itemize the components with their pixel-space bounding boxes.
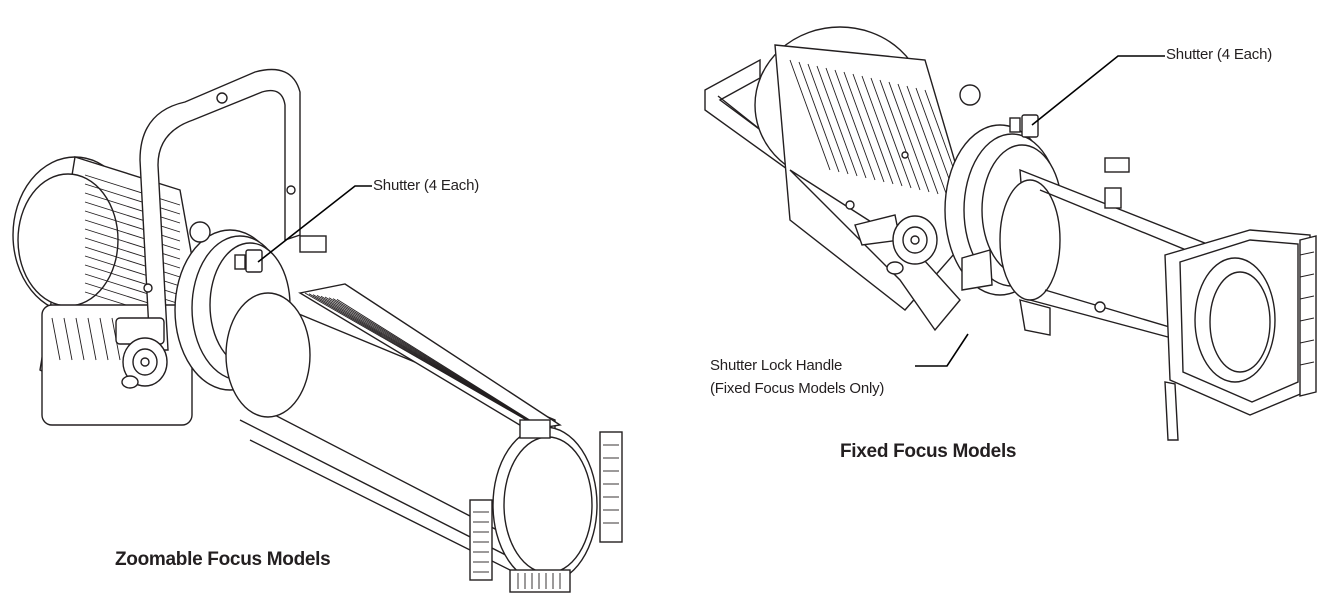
zoom-shutter-callout: Shutter (4 Each) — [373, 177, 480, 194]
fixed-cooling-ribs — [789, 59, 966, 201]
zoom-ring-teeth — [473, 444, 619, 589]
zoom-lens-barrel — [225, 283, 562, 586]
fixed-main-housing — [754, 26, 981, 332]
fixed-fixture-drawing — [704, 26, 1317, 441]
fixed-lock-handle-leader — [915, 333, 969, 367]
zoom-front-ring — [469, 419, 623, 593]
zoom-shutter-leader — [257, 185, 372, 263]
fixed-shutter-leader — [1031, 55, 1165, 126]
lock-handle-subcallout: (Fixed Focus Models Only) — [710, 380, 885, 397]
fixed-front-frame — [1164, 229, 1317, 441]
zoom-tilt-knob — [115, 317, 168, 389]
zoomable-focus-caption: Zoomable Focus Models — [115, 549, 331, 570]
zoomable-fixture-drawing — [12, 68, 623, 593]
zoom-barrel-ribs — [304, 292, 554, 435]
fixed-tilt-knob — [854, 214, 938, 275]
fixed-shutter-callout: Shutter (4 Each) — [1166, 46, 1273, 63]
fixed-focus-caption: Fixed Focus Models — [840, 441, 1017, 462]
fixed-frame-slots — [1299, 251, 1315, 366]
lock-handle-callout: Shutter Lock Handle — [710, 357, 843, 374]
